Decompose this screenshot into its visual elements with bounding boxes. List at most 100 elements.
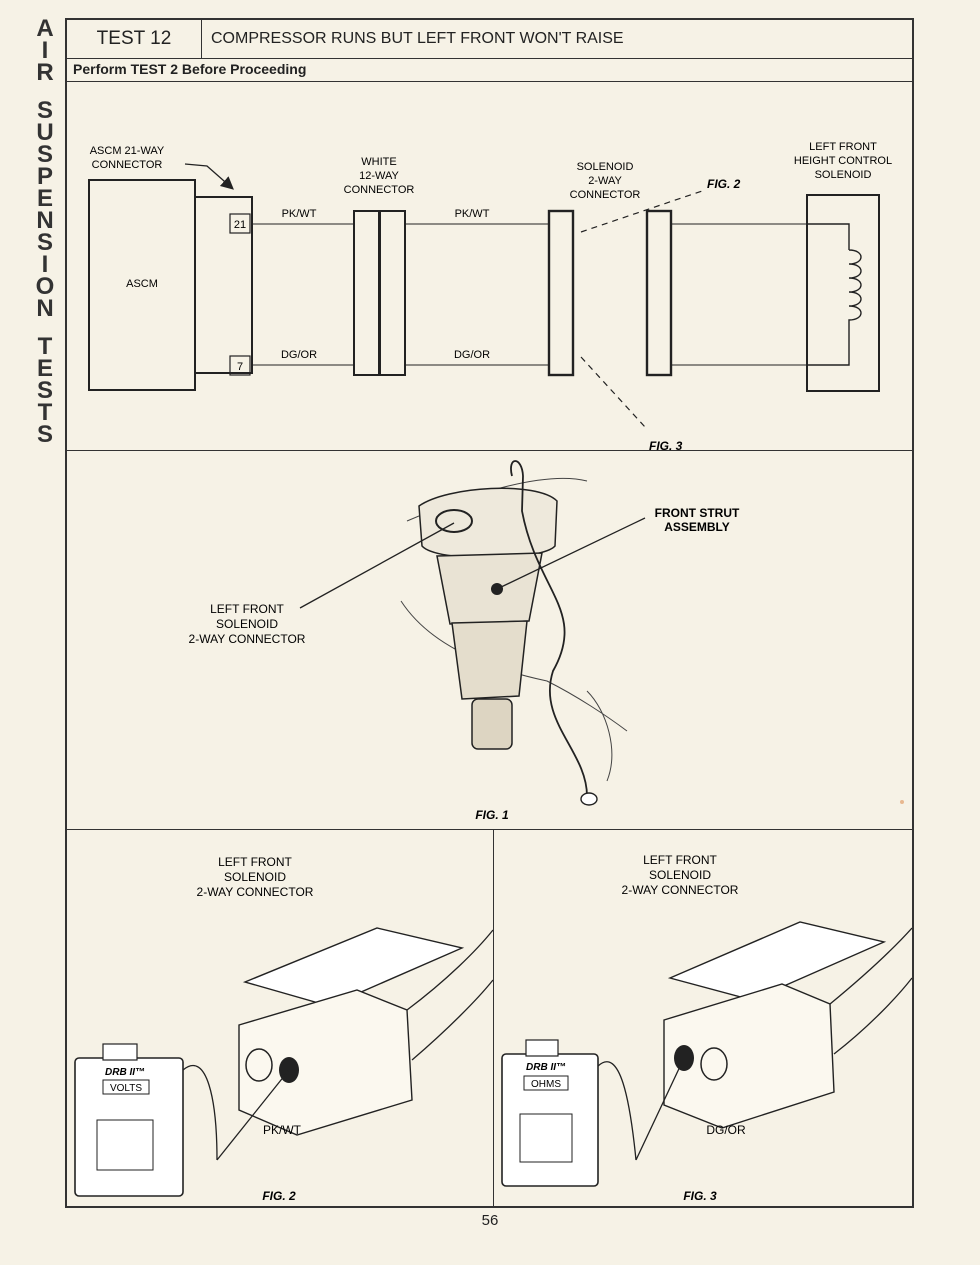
side-tab-letter: S <box>36 97 53 124</box>
connector-housing <box>663 983 835 1129</box>
strut-shaft <box>471 698 513 750</box>
fig2-volts-test: LEFT FRONT SOLENOID 2-WAY CONNECTOR DRB … <box>74 855 493 1203</box>
side-tab-letter: S <box>36 141 53 168</box>
pin-7-label: 7 <box>237 361 243 373</box>
fig2-connector-label: SOLENOID <box>224 870 286 884</box>
strut-body <box>451 620 528 700</box>
solenoid-label: LEFT FRONT <box>809 141 877 153</box>
fig3-connector-label: LEFT FRONT <box>643 853 717 867</box>
connector-latch <box>667 921 887 1001</box>
fig3-caption: FIG. 3 <box>683 1189 717 1203</box>
header-row: TEST 12 COMPRESSOR RUNS BUT LEFT FRONT W… <box>67 20 912 59</box>
strut-port <box>435 509 473 533</box>
side-tab-letter: S <box>36 377 53 404</box>
solenoid-connector-label: 2-WAY <box>588 175 622 187</box>
side-tab-letter: P <box>36 163 53 190</box>
side-tab-letter: E <box>36 185 53 212</box>
paper-fleck <box>900 800 904 804</box>
strut-callout-line <box>496 517 646 590</box>
solenoid-connector-label: SOLENOID <box>577 161 634 173</box>
fig1-connector-label: LEFT FRONT <box>210 602 284 616</box>
solenoid-connector-half <box>645 209 673 377</box>
strut-bellows <box>436 552 543 625</box>
side-tab-letter: E <box>36 355 53 382</box>
meter-lead <box>597 1061 637 1161</box>
pin-21-box <box>229 213 251 234</box>
pin-7-box <box>229 355 251 376</box>
white-connector-label: 12-WAY <box>359 170 399 182</box>
side-tab-letter: N <box>36 207 54 234</box>
test-frame: TEST 12 COMPRESSOR RUNS BUT LEFT FRONT W… <box>65 18 914 1208</box>
meter-mode: OHMS <box>531 1079 561 1090</box>
drb-meter: DRB II™ VOLTS <box>74 1043 184 1197</box>
connector-cable <box>406 929 493 1061</box>
strut-mount <box>418 487 558 559</box>
white-connector-label: WHITE <box>361 156 396 168</box>
fig1-caption: FIG. 1 <box>475 808 509 822</box>
fig2-connector-label: LEFT FRONT <box>218 855 292 869</box>
side-tab-letter: I <box>41 251 49 278</box>
fig3-wire-label: DG/OR <box>706 1123 746 1137</box>
side-tab-letter: A <box>36 15 54 42</box>
harness-wire <box>510 460 588 797</box>
connector-housing <box>238 989 413 1136</box>
fig1-connector-label: 2-WAY CONNECTOR <box>189 632 306 646</box>
ascm-connector-label: CONNECTOR <box>92 159 163 171</box>
solenoid-connector-label: CONNECTOR <box>570 189 641 201</box>
meter-probe <box>216 1069 290 1161</box>
divider <box>67 450 912 451</box>
wire-label-dgor: DG/OR <box>454 349 490 361</box>
fig2-caption: FIG. 2 <box>262 1189 296 1203</box>
strut-label: FRONT STRUT <box>655 506 740 520</box>
fig1-strut-illustration: FRONT STRUT ASSEMBLY LEFT FRONT SOLENOID… <box>189 460 740 822</box>
test-title: COMPRESSOR RUNS BUT LEFT FRONT WON'T RAI… <box>211 30 624 47</box>
wiring-schematic: ASCM 21-WAY CONNECTOR ASCM 21 7 PK/WT DG… <box>88 141 892 450</box>
divider <box>493 829 494 1208</box>
divider <box>67 829 912 830</box>
fig2-connector-label: 2-WAY CONNECTOR <box>197 885 314 899</box>
strut-label: ASSEMBLY <box>664 520 730 534</box>
ascm-connector-label: ASCM 21-WAY <box>90 145 165 157</box>
fig3-ohms-test: LEFT FRONT SOLENOID 2-WAY CONNECTOR DRB … <box>501 853 912 1203</box>
fig3-pointer <box>580 356 646 428</box>
side-tab-letter: R <box>36 59 54 86</box>
fig2-wire-label: PK/WT <box>263 1123 302 1137</box>
fig3-reference: FIG. 3 <box>649 439 683 450</box>
ascm-label: ASCM <box>126 278 158 290</box>
connector-arrow <box>184 163 234 190</box>
white-connector-label: CONNECTOR <box>344 184 415 196</box>
solenoid-connector-half <box>547 209 575 377</box>
connector-latch <box>242 927 465 1007</box>
drb-meter: DRB II™ OHMS <box>501 1039 599 1187</box>
side-tab-letter: S <box>36 229 53 256</box>
fig3-connector-label: 2-WAY CONNECTOR <box>622 883 739 897</box>
meter-brand: DRB II™ <box>105 1067 145 1078</box>
pin-21-label: 21 <box>234 219 246 231</box>
white-connector-half <box>379 210 406 376</box>
side-tab-letter: O <box>35 273 55 300</box>
side-tab-letter: U <box>36 119 54 146</box>
meter-probe <box>635 1057 685 1161</box>
side-tab-letter: S <box>36 421 53 448</box>
wire-label-pkwt: PK/WT <box>455 208 490 220</box>
meter-mode: VOLTS <box>110 1083 142 1094</box>
meter-lead <box>182 1064 218 1161</box>
side-tab-letter: I <box>41 37 49 64</box>
page-number: 56 <box>481 1212 499 1229</box>
connector-callout-line <box>299 522 455 609</box>
ascm-connector-body <box>194 196 253 374</box>
solenoid-coil <box>807 223 862 366</box>
meter-brand: DRB II™ <box>526 1062 566 1073</box>
solenoid-box <box>806 194 880 392</box>
wire-label-pkwt: PK/WT <box>282 208 317 220</box>
connector-cavity <box>245 1048 273 1082</box>
fig3-connector-label: SOLENOID <box>649 868 711 882</box>
test-id: TEST 12 <box>67 20 202 58</box>
fig2-reference: FIG. 2 <box>707 177 741 191</box>
side-tab-letter: N <box>36 295 54 322</box>
white-connector-half <box>353 210 380 376</box>
divider <box>67 81 912 82</box>
connector-cavity <box>700 1047 728 1081</box>
connector-cable <box>829 927 912 1055</box>
